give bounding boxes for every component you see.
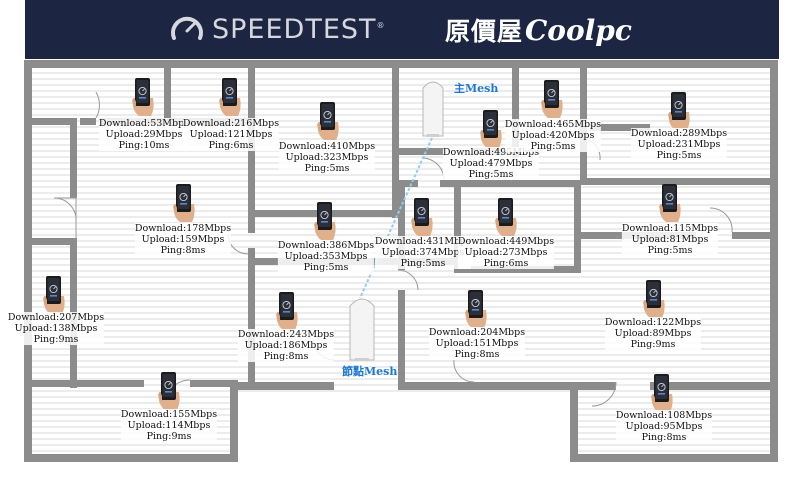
phone-in-hand-icon (643, 280, 665, 318)
phone-in-hand-icon (651, 374, 673, 412)
phone-in-hand-icon (668, 92, 690, 130)
node-mesh-label: 節點Mesh (342, 365, 398, 378)
phone-in-hand-icon (465, 290, 487, 328)
brand-english: Coolpc (525, 13, 632, 47)
coolpc-logo: 原價屋 Coolpc (445, 12, 632, 48)
phone-in-hand-icon (541, 80, 563, 118)
speedtest-logo: SPEEDTEST® (170, 13, 386, 45)
main-mesh-router-icon (422, 81, 444, 137)
phone-in-hand-icon (317, 102, 339, 140)
speedtest-wordmark: SPEEDTEST® (212, 13, 386, 45)
phone-in-hand-icon (276, 292, 298, 330)
phone-in-hand-icon (659, 184, 681, 222)
phone-in-hand-icon (158, 372, 180, 410)
phone-in-hand-icon (43, 276, 65, 314)
main-mesh-label: 主Mesh (454, 82, 499, 95)
header-banner: SPEEDTEST® 原價屋 Coolpc (25, 0, 779, 59)
phone-in-hand-icon (495, 198, 517, 236)
phone-in-hand-icon (314, 202, 336, 240)
phone-in-hand-icon (173, 184, 195, 222)
phone-in-hand-icon (411, 198, 433, 236)
brand-chinese: 原價屋 (445, 17, 524, 46)
speedometer-icon (171, 16, 203, 40)
node-mesh-router-icon (349, 298, 375, 361)
phone-in-hand-icon (219, 78, 241, 116)
phone-in-hand-icon (132, 78, 154, 116)
phone-in-hand-icon (480, 110, 502, 148)
